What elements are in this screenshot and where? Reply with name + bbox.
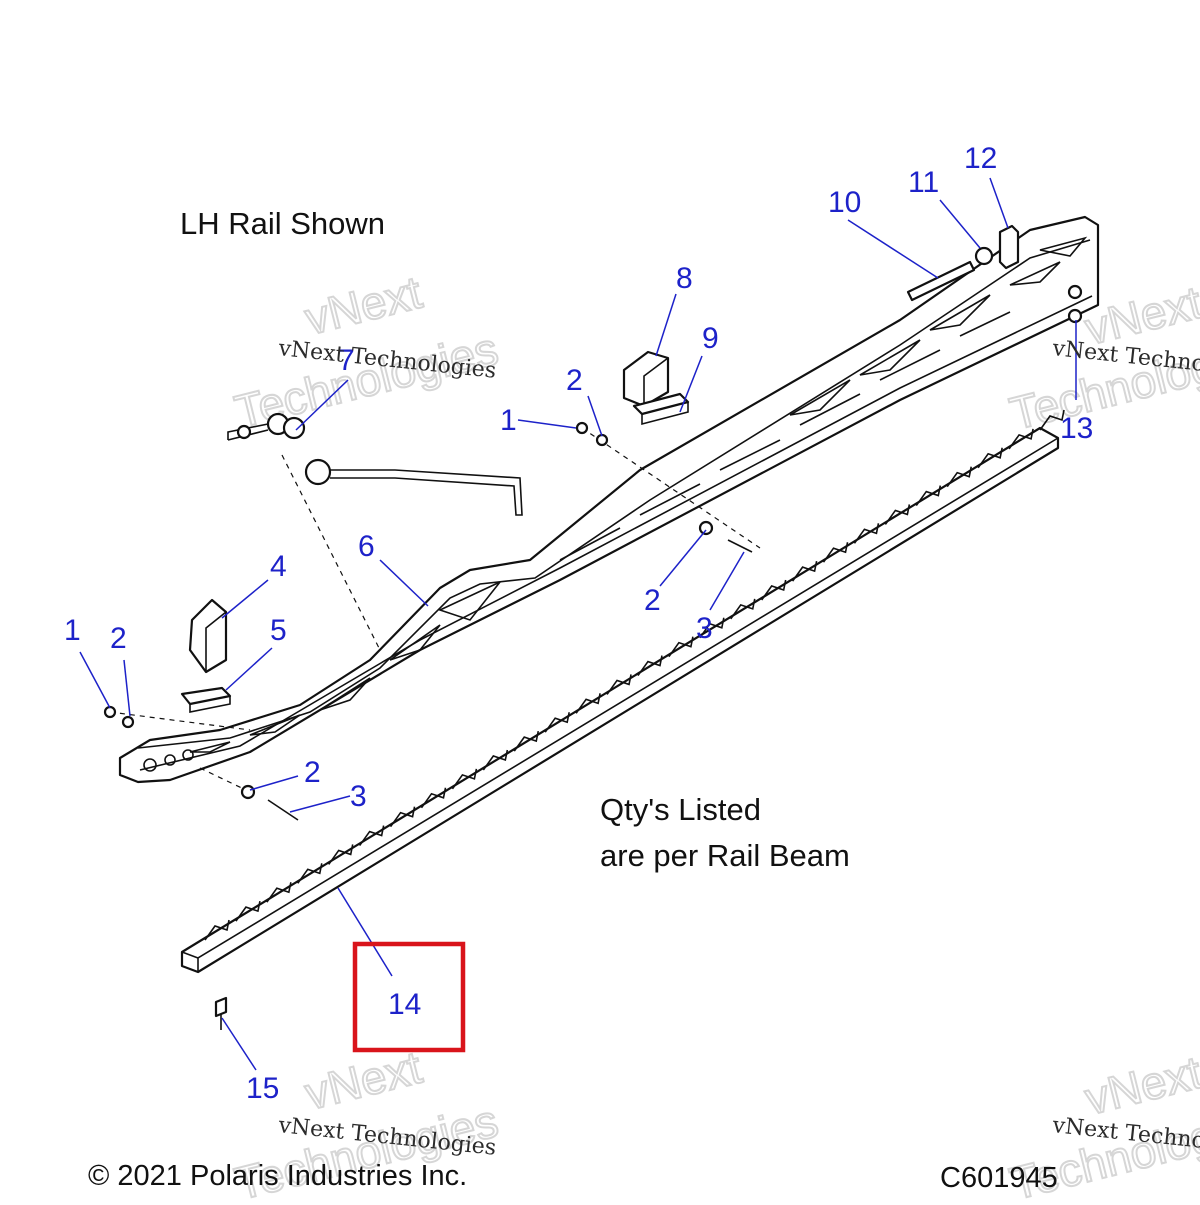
callout-2: 2: [644, 584, 661, 617]
watermark-word1: vNext: [300, 1041, 427, 1120]
slide-tooth: [730, 598, 756, 620]
callout-14: 14: [388, 988, 421, 1021]
highlight-box: [352, 941, 466, 1053]
callout-1: 1: [500, 404, 517, 437]
callout-labels: 1 2 2 3 4 5 6 7 8 9 10 11 12 13 14 15 1 …: [64, 142, 1093, 1105]
slide-tooth: [606, 674, 632, 695]
leader-lines: [79, 177, 1077, 1071]
slide-tooth: [266, 882, 292, 903]
slide-tooth: [1039, 409, 1065, 431]
slide-tooth: [668, 636, 694, 658]
slide-tooth: [884, 504, 911, 525]
watermark-word1: vNext: [300, 266, 427, 345]
slide-tooth: [977, 447, 1003, 469]
callout-9: 9: [702, 322, 719, 355]
qty-note-line2: are per Rail Beam: [600, 838, 850, 873]
slide-tooth: [822, 542, 849, 563]
callout-12: 12: [964, 142, 997, 175]
slide-tooth: [420, 787, 447, 809]
slide-tooth: [235, 900, 261, 922]
watermark-word1: vNext: [1080, 1046, 1200, 1125]
drawing-id: C601945: [940, 1162, 1058, 1194]
slide-tooth: [915, 485, 942, 507]
callout-5: 5: [270, 614, 287, 647]
callout-2: 2: [566, 364, 583, 397]
slide-tooth: [358, 825, 385, 847]
callout-1: 1: [64, 614, 81, 647]
callout-2: 2: [110, 622, 127, 655]
view-note: LH Rail Shown: [180, 206, 386, 241]
slide-tooth: [637, 655, 663, 677]
callout-13: 13: [1060, 412, 1093, 445]
callout-11: 11: [908, 166, 939, 199]
assembly-lines: [109, 427, 761, 793]
slide-tooth: [544, 712, 570, 733]
callout-7: 7: [338, 344, 355, 377]
slide-tooth: [946, 466, 973, 488]
slide-tooth: [761, 579, 787, 601]
slide-tooth: [791, 560, 818, 582]
slide-tooth: [1008, 428, 1034, 450]
slide-tooth: [575, 693, 601, 714]
slide-tooth: [389, 806, 416, 828]
slide-tooth: [451, 768, 478, 790]
slide-tooth: [853, 523, 880, 544]
callout-8: 8: [676, 262, 693, 295]
qty-note-line1: Qty's Listed: [600, 792, 761, 827]
slide-part-14: [180, 409, 1065, 974]
callout-15: 15: [246, 1072, 279, 1105]
slide-tooth: [328, 844, 354, 865]
callout-3: 3: [696, 612, 713, 645]
callout-3: 3: [350, 780, 367, 813]
slide-tooth: [204, 919, 230, 941]
slide-tooth: [699, 617, 725, 639]
rail-beam-part-6: [118, 215, 1100, 784]
slide-tooth: [513, 730, 540, 752]
slide-tooth: [482, 749, 509, 771]
callout-6: 6: [358, 530, 375, 563]
slide-tooth: [297, 863, 323, 884]
copyright-text: © 2021 Polaris Industries Inc.: [88, 1160, 468, 1192]
callout-10: 10: [828, 186, 861, 219]
watermark-group: vNext Technologies vNext Technologies vN…: [229, 265, 1200, 1205]
callout-2: 2: [304, 756, 321, 789]
callout-4: 4: [270, 550, 287, 583]
